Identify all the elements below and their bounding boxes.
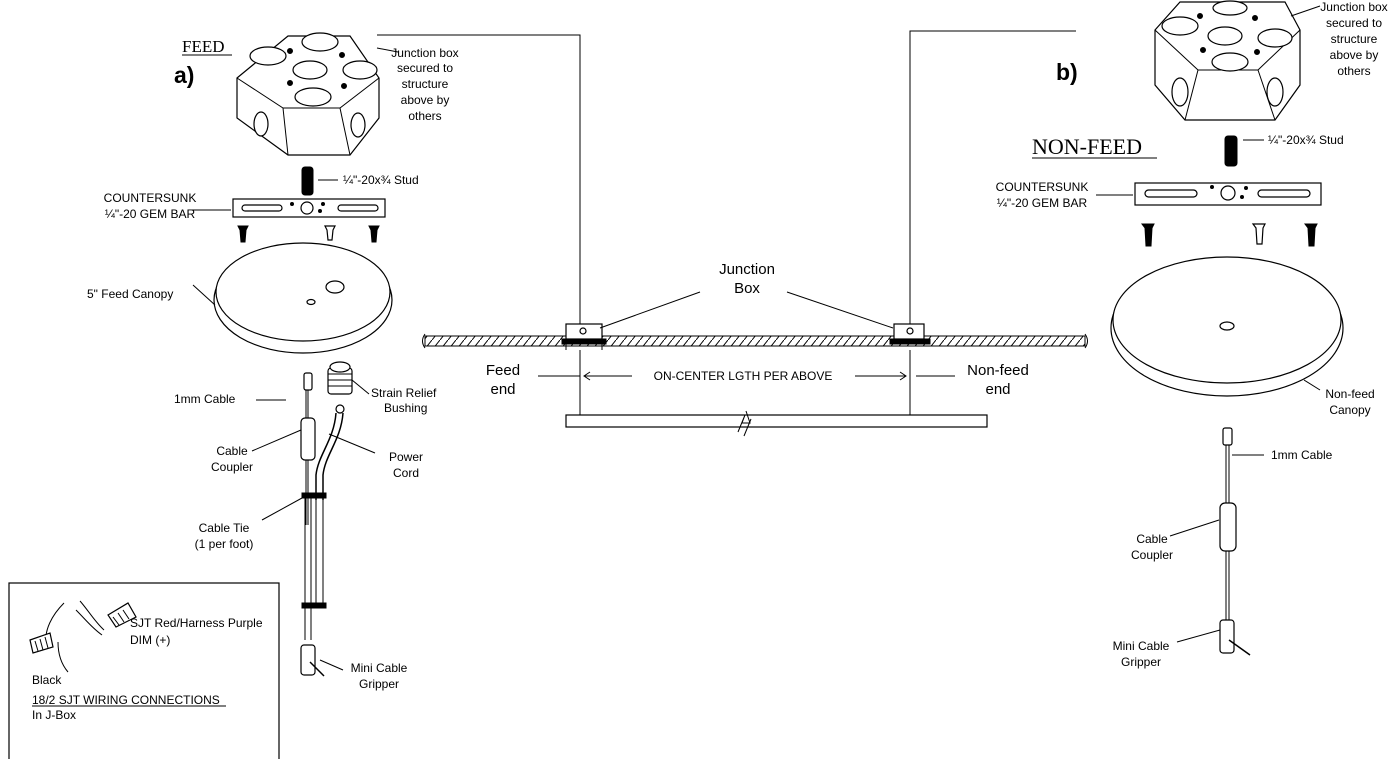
- nonfeed-canopy: [1110, 256, 1344, 397]
- feed-cable-label: 1mm Cable: [174, 392, 236, 406]
- svg-text:Mini Cable: Mini Cable: [1113, 639, 1170, 653]
- nonfeed-gripper-label: Mini Cable Gripper: [1113, 639, 1170, 669]
- feed-stud-label: ¼"-20x¾ Stud: [343, 173, 419, 187]
- panel-a-letter: a): [174, 62, 194, 88]
- svg-text:Coupler: Coupler: [211, 460, 253, 474]
- fixture: [565, 414, 988, 428]
- svg-text:Cable: Cable: [216, 444, 248, 458]
- nonfeed-mini-cable-gripper: [1219, 619, 1235, 654]
- nonfeed-cable-assembly: [1219, 427, 1251, 656]
- hot-wire-nut-icon: [75, 600, 137, 636]
- svg-text:above by: above by: [1330, 48, 1379, 62]
- feed-junction-box: [236, 32, 380, 156]
- nonfeed-stud-label: ¼"-20x¾ Stud: [1268, 133, 1344, 147]
- svg-text:Gripper: Gripper: [359, 677, 399, 691]
- feed-stud: [301, 166, 314, 196]
- ceiling: [424, 335, 1086, 347]
- nonfeed-gem-bar-label: COUNTERSUNK ¼"-20 GEM BAR: [996, 180, 1089, 210]
- svg-text:others: others: [1337, 64, 1370, 78]
- feed-jbox-label: Junction box secured to structure above …: [391, 46, 458, 123]
- panel-b-nonfeed: b) NON-FEED Junction box secured to stru…: [996, 0, 1388, 669]
- feed-end-label: Feed end: [486, 362, 520, 398]
- svg-text:Power: Power: [389, 450, 423, 464]
- svg-text:Strain Relief: Strain Relief: [371, 386, 437, 400]
- svg-text:end: end: [985, 381, 1010, 398]
- svg-text:end: end: [490, 381, 515, 398]
- nonfeed-gem-bar: [1134, 182, 1322, 206]
- svg-text:Mini Cable: Mini Cable: [351, 661, 408, 675]
- feed-cable-coupler: [300, 417, 316, 461]
- hot-wire-label: SJT Red/Harness Purple DIM (+): [130, 616, 263, 647]
- svg-text:COUNTERSUNK: COUNTERSUNK: [996, 180, 1089, 194]
- junction-box-label: Junction Box: [719, 261, 775, 297]
- nonfeed-coupler-label: Cable Coupler: [1131, 532, 1173, 562]
- nonfeed-cable-coupler: [1219, 502, 1237, 552]
- svg-text:Cable: Cable: [1136, 532, 1168, 546]
- feed-coupler-label: Cable Coupler: [211, 444, 253, 474]
- black-wire-label: Black: [32, 673, 62, 687]
- svg-text:Gripper: Gripper: [1121, 655, 1161, 669]
- nonfeed-jbox-label: Junction box secured to structure above …: [1320, 0, 1387, 78]
- cable-tie-label: Cable Tie (1 per foot): [195, 521, 254, 551]
- feed-end-junction-box: [561, 323, 607, 350]
- nonfeed-stud: [1224, 135, 1238, 167]
- power-cord-label: Power Cord: [389, 450, 423, 480]
- feed-heading: FEED: [182, 37, 225, 56]
- nonfeed-end-label: Non-feed end: [967, 362, 1029, 398]
- svg-text:secured to: secured to: [1326, 16, 1382, 30]
- svg-text:Junction box: Junction box: [1320, 0, 1387, 14]
- nonfeed-cable-label: 1mm Cable: [1271, 448, 1333, 462]
- svg-text:COUNTERSUNK: COUNTERSUNK: [104, 191, 197, 205]
- wiring-connections-inset: SJT Red/Harness Purple DIM (+) Black 18/…: [8, 582, 280, 759]
- nonfeed-heading: NON-FEED: [1032, 134, 1142, 159]
- svg-text:Cable Tie: Cable Tie: [199, 521, 250, 535]
- black-wire-nut-icon: [29, 602, 69, 673]
- feed-screws: [237, 225, 380, 243]
- svg-text:others: others: [408, 109, 441, 123]
- feed-gem-bar-label: COUNTERSUNK ¼"-20 GEM BAR: [104, 191, 197, 221]
- svg-text:above by: above by: [401, 93, 450, 107]
- svg-text:Junction box: Junction box: [391, 46, 458, 60]
- strain-relief-bushing: [327, 361, 353, 414]
- svg-text:¼"-20 GEM BAR: ¼"-20 GEM BAR: [997, 196, 1088, 210]
- feed-canopy: [213, 242, 393, 354]
- svg-text:Feed: Feed: [486, 362, 520, 379]
- strain-relief-label: Strain Relief Bushing: [371, 386, 437, 415]
- feed-gem-bar: [232, 198, 386, 218]
- svg-text:Bushing: Bushing: [384, 401, 427, 415]
- nonfeed-end-junction-box: [889, 323, 931, 345]
- svg-text:Cord: Cord: [393, 466, 419, 480]
- feed-canopy-label: 5" Feed Canopy: [87, 287, 173, 301]
- panel-a-feed: FEED a) Junction box secured to structur…: [87, 32, 459, 691]
- svg-text:structure: structure: [402, 77, 449, 91]
- svg-text:¼"-20 GEM BAR: ¼"-20 GEM BAR: [105, 207, 196, 221]
- center-elevation: ON-CENTER LGTH PER ABOVE Feed end Non-fe…: [377, 30, 1088, 437]
- feed-mini-cable-gripper: [300, 644, 316, 676]
- svg-text:Junction: Junction: [719, 261, 775, 278]
- svg-text:SJT Red/Harness Purple: SJT Red/Harness Purple: [130, 616, 263, 630]
- wiring-title: 18/2 SJT WIRING CONNECTIONS: [32, 693, 220, 707]
- length-label: ON-CENTER LGTH PER ABOVE: [654, 369, 833, 383]
- svg-text:Non-feed: Non-feed: [1325, 387, 1374, 401]
- feed-gripper-label: Mini Cable Gripper: [351, 661, 408, 691]
- svg-text:Coupler: Coupler: [1131, 548, 1173, 562]
- svg-text:secured to: secured to: [397, 61, 453, 75]
- panel-b-letter: b): [1056, 59, 1078, 85]
- nonfeed-screws: [1141, 223, 1318, 247]
- svg-text:structure: structure: [1331, 32, 1378, 46]
- svg-text:Non-feed: Non-feed: [967, 362, 1029, 379]
- svg-text:DIM (+): DIM (+): [130, 633, 170, 647]
- svg-text:Box: Box: [734, 280, 760, 297]
- wiring-subtitle: In J-Box: [32, 708, 76, 722]
- svg-text:Canopy: Canopy: [1329, 403, 1370, 417]
- nonfeed-junction-box: [1154, 0, 1301, 121]
- svg-text:(1 per foot): (1 per foot): [195, 537, 254, 551]
- feed-cable-assembly: [300, 361, 353, 677]
- nonfeed-canopy-label: Non-feed Canopy: [1325, 387, 1374, 417]
